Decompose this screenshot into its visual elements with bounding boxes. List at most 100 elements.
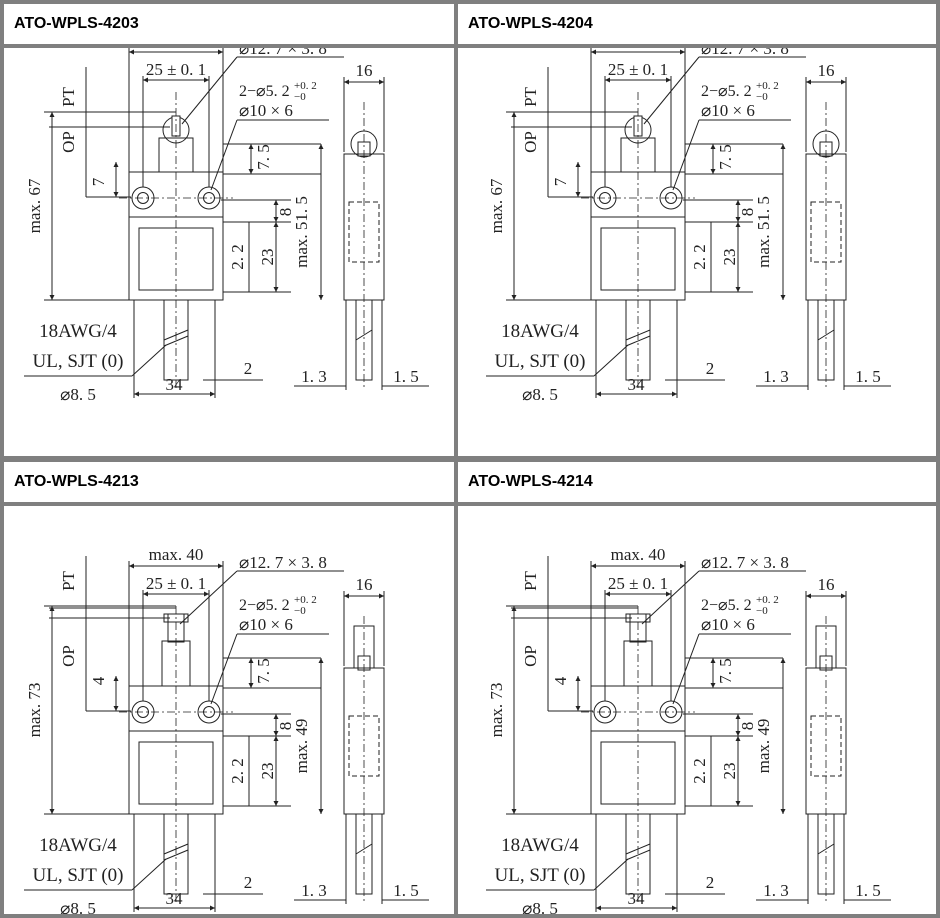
arrow-head xyxy=(379,79,384,85)
arrow-head xyxy=(735,222,741,227)
dim-op: 7 xyxy=(551,177,570,186)
cable-break xyxy=(355,329,373,341)
arrow-head xyxy=(248,658,254,663)
arrow-head xyxy=(575,706,581,711)
arrow-head xyxy=(49,295,55,300)
dim-base-width: 34 xyxy=(166,889,184,908)
arrow-head xyxy=(806,593,811,599)
arrow-head xyxy=(273,731,279,736)
dim-op: 4 xyxy=(551,676,570,685)
arrow-head xyxy=(605,591,610,597)
dim-mount-spacing: 25 ± 0. 1 xyxy=(608,574,668,593)
dim-side-width: 16 xyxy=(818,61,835,80)
label-pt: PT xyxy=(521,86,540,106)
dim-body-height: max. 51. 5 xyxy=(754,196,773,268)
arrow-head xyxy=(591,49,596,55)
dim-2-2: 2. 2 xyxy=(228,244,247,270)
leader-line xyxy=(593,344,629,377)
arrow-head xyxy=(735,801,741,806)
dim-top: 7. 5 xyxy=(716,658,735,684)
arrow-head xyxy=(672,391,677,397)
label-op: OP xyxy=(59,645,78,667)
leader-line xyxy=(131,344,167,377)
dim-1-3: 1. 3 xyxy=(763,881,789,900)
plunger-housing xyxy=(161,640,191,687)
arrow-head xyxy=(780,295,786,300)
arrow-head xyxy=(134,391,139,397)
label-roller-size: ⌀12. 7 × 3. 8 xyxy=(701,553,789,572)
label-cable-gauge: 18AWG/4 xyxy=(501,321,579,342)
cable-break xyxy=(163,849,189,861)
label-tol-plus: +0. 2 xyxy=(756,80,779,92)
cable-break xyxy=(163,335,189,347)
arrow-head xyxy=(318,295,324,300)
arrow-head xyxy=(596,905,601,911)
arrow-head xyxy=(780,809,786,814)
dim-op: 7 xyxy=(89,177,108,186)
arrow-head xyxy=(143,77,148,83)
arrow-head xyxy=(735,736,741,741)
arrow-head xyxy=(129,49,134,55)
arrow-head xyxy=(273,217,279,222)
arrow-head xyxy=(204,591,209,597)
dim-2: 2 xyxy=(706,873,715,892)
dim-max-height: max. 73 xyxy=(25,683,44,738)
arrow-head xyxy=(344,79,349,85)
dim-base-width: 34 xyxy=(628,375,646,394)
arrow-head xyxy=(134,905,139,911)
arrow-head xyxy=(710,658,716,663)
arrow-head xyxy=(218,49,223,55)
dim-max-width: max. 40 xyxy=(149,545,204,564)
arrow-head xyxy=(318,144,324,149)
cable-break xyxy=(625,335,651,347)
panel-title: ATO-WPLS-4213 xyxy=(4,462,454,502)
arrow-head xyxy=(273,222,279,227)
arrow-head xyxy=(666,77,671,83)
label-cable-gauge: 18AWG/4 xyxy=(501,835,579,856)
cable-break xyxy=(355,843,373,855)
dim-mount-spacing: 25 ± 0. 1 xyxy=(608,60,668,79)
arrow-head xyxy=(666,591,671,597)
arrow-head xyxy=(780,658,786,663)
dim-2-2: 2. 2 xyxy=(690,244,709,270)
dim-2-2: 2. 2 xyxy=(690,758,709,784)
arrow-head xyxy=(735,200,741,205)
dim-8: 8 xyxy=(276,722,295,731)
leader-line xyxy=(210,119,238,191)
label-hole-count: 2−⌀5. 2 xyxy=(701,83,752,100)
arrow-head xyxy=(605,77,610,83)
arrow-head xyxy=(113,162,119,167)
dim-side-width: 16 xyxy=(356,61,373,80)
cable-break xyxy=(625,849,651,861)
label-pt: PT xyxy=(59,86,78,106)
label-cable-dia: ⌀8. 5 xyxy=(522,899,558,914)
dim-side-width: 16 xyxy=(356,575,373,594)
label-hole-count: 2−⌀5. 2 xyxy=(701,597,752,614)
cable-break xyxy=(817,843,835,855)
arrow-head xyxy=(735,731,741,736)
arrow-head xyxy=(49,809,55,814)
label-tol-minus: −0 xyxy=(294,91,306,103)
leader-line xyxy=(672,119,700,191)
label-cable-dia: ⌀8. 5 xyxy=(60,899,96,914)
dim-max-width: max. 40 xyxy=(611,48,666,50)
label-hole-depth: ⌀10 × 6 xyxy=(239,615,293,634)
arrow-head xyxy=(806,79,811,85)
arrow-head xyxy=(129,563,134,569)
arrow-head xyxy=(248,144,254,149)
arrow-head xyxy=(143,591,148,597)
